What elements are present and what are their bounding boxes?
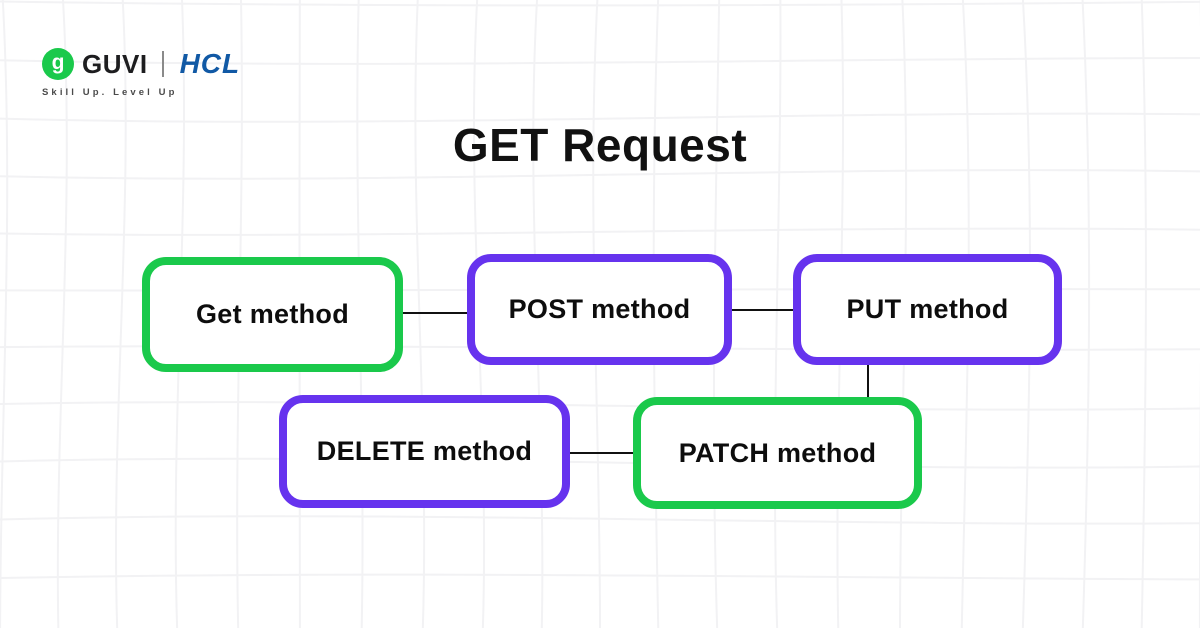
guvi-wordmark: GUVI [82, 48, 148, 79]
node-put-method: PUT method [793, 254, 1062, 365]
guvi-logo-icon: g [42, 48, 74, 80]
node-label: PUT method [846, 294, 1009, 324]
connector-delete-patch [570, 452, 633, 454]
brand-tagline: Skill Up. Level Up [42, 87, 178, 98]
logo-divider [161, 51, 164, 77]
page-title: GET Request [452, 119, 748, 171]
node-get-method: Get method [142, 257, 403, 372]
node-label: POST method [508, 294, 691, 324]
guvi-logo-glyph: g [51, 50, 65, 74]
connector-put-patch [867, 365, 869, 397]
node-delete-method: DELETE method [279, 395, 570, 508]
node-label: PATCH method [678, 437, 877, 468]
node-label: Get method [195, 299, 349, 329]
connector-get-post [403, 312, 467, 314]
node-label: DELETE method [316, 436, 533, 466]
hcl-wordmark: HCL [179, 48, 241, 79]
node-post-method: POST method [467, 254, 732, 365]
brand-header: g GUVI HCL Skill Up. Level Up [42, 48, 240, 98]
connector-post-put [732, 309, 793, 311]
node-patch-method: PATCH method [633, 397, 922, 509]
logo-row: g GUVI HCL [42, 48, 240, 80]
